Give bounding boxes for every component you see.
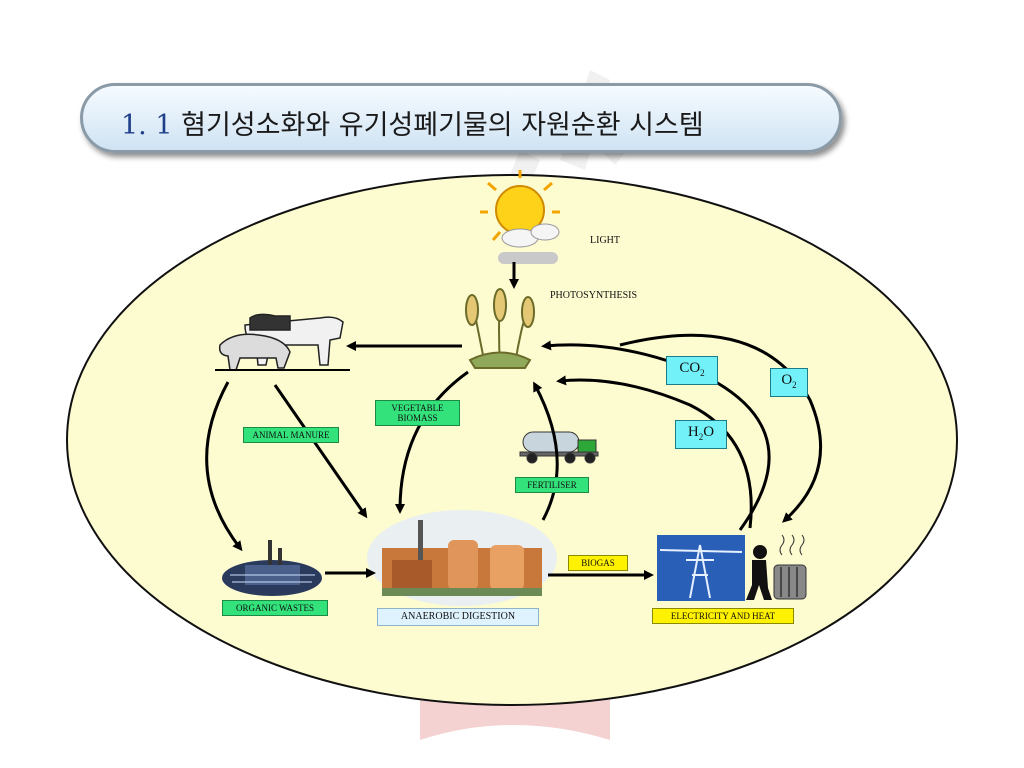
label-vegetable-biomass: VEGETABLE BIOMASS: [375, 400, 460, 426]
o2-text: O: [781, 372, 793, 388]
waste-plant-icon: [222, 540, 322, 596]
h2o-text-o: O: [703, 424, 715, 440]
page-title: 1. 1 혐기성소화와 유기성폐기물의 자원순환 시스템: [121, 103, 704, 142]
title-text: 혐기성소화와 유기성폐기물의 자원순환 시스템: [181, 110, 704, 141]
label-co2: CO2: [666, 356, 718, 385]
co2-subscript: 2: [700, 368, 705, 378]
wheat-icon: [465, 288, 535, 369]
co2-text: CO: [679, 360, 701, 376]
arrow-manure-to-digester: [273, 384, 368, 519]
arrow-energy-to-plants-h2o: [556, 375, 753, 529]
o2-subscript: 2: [792, 380, 797, 390]
arrow-digester-to-plants: [533, 381, 559, 521]
h2o-subscript: 2: [698, 432, 704, 442]
label-animal-manure: ANIMAL MANURE: [243, 427, 339, 443]
cloud-icon: [498, 223, 560, 264]
title-number: 1. 1: [121, 110, 173, 141]
arrow-biomass-to-digester: [395, 370, 469, 514]
label-biogas: BIOGAS: [568, 555, 628, 571]
label-light: LIGHT: [590, 235, 620, 246]
digester-plant-icon: [367, 510, 557, 606]
label-fertiliser: FERTILISER: [515, 477, 589, 493]
title-banner: 1. 1 혐기성소화와 유기성폐기물의 자원순환 시스템: [80, 83, 842, 153]
label-o2: O2: [770, 368, 808, 397]
h2o-text-h: H: [687, 424, 699, 440]
power-tower-icon: [657, 535, 745, 601]
label-anaerobic-digestion: ANAEROBIC DIGESTION: [377, 608, 539, 626]
label-photosynthesis: PHOTOSYNTHESIS: [550, 290, 638, 301]
livestock-icon: [215, 313, 350, 371]
label-h2o: H2O: [675, 420, 727, 449]
label-electricity-and-heat: ELECTRICITY AND HEAT: [652, 608, 794, 624]
arrow-animals-to-wastes: [205, 381, 243, 552]
label-organic-wastes: ORGANIC WASTES: [222, 600, 328, 616]
heater-person-icon: [746, 534, 807, 600]
truck-icon: [519, 431, 599, 464]
sun-icon: [480, 170, 560, 241]
